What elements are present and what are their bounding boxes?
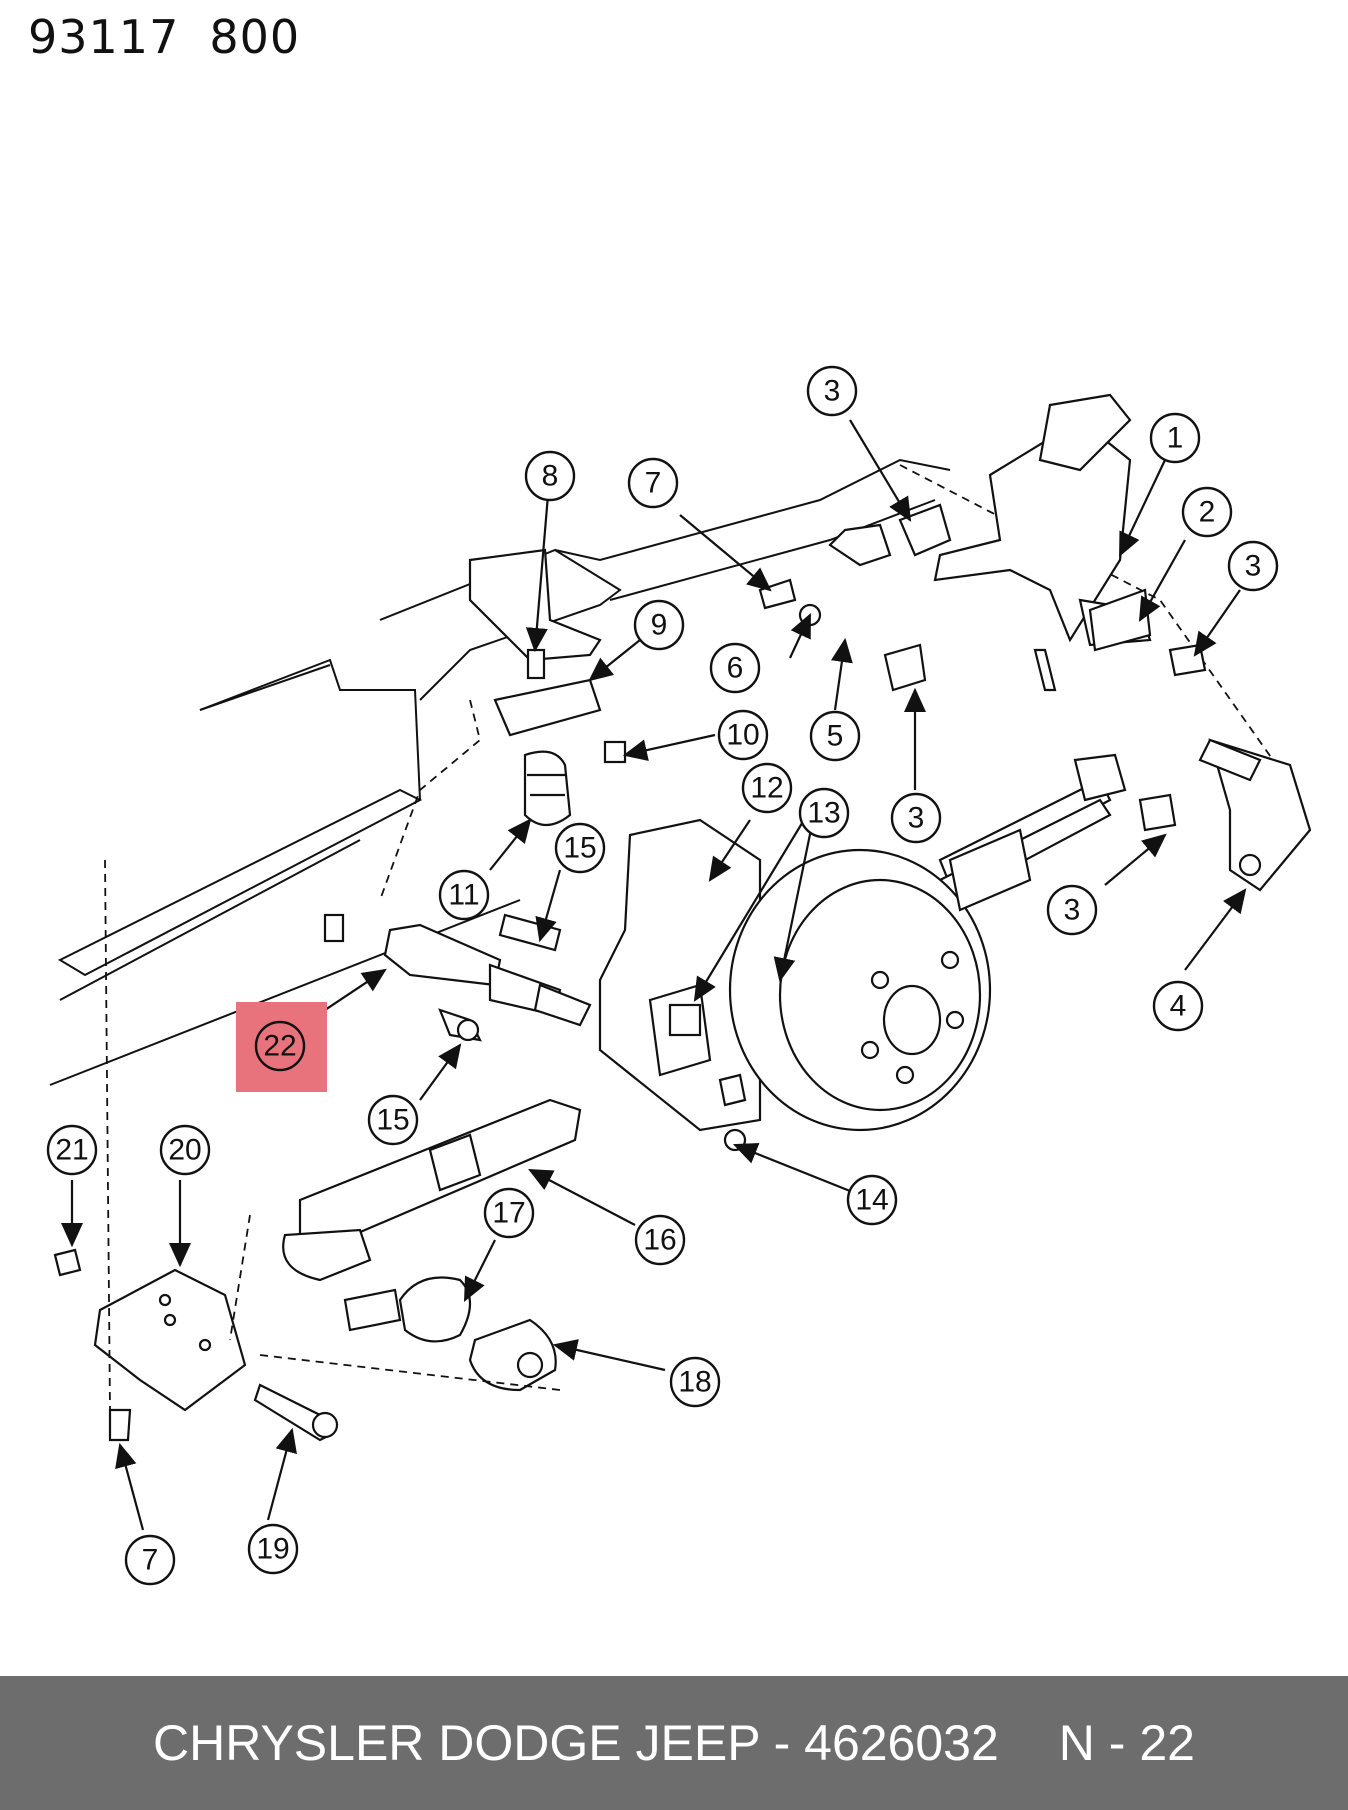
callout-12[interactable]: 12 xyxy=(741,762,793,814)
shock-absorber xyxy=(383,913,592,1042)
callout-3-mid[interactable]: 3 xyxy=(890,792,942,844)
callout-8[interactable]: 8 xyxy=(524,450,576,502)
callout-22-highlight xyxy=(236,1002,327,1092)
callout-20[interactable]: 20 xyxy=(159,1124,211,1176)
callout-3-lower-label: 3 xyxy=(1064,894,1081,927)
diagram-code-b: 800 xyxy=(209,10,301,64)
callout-15-upper-label: 15 xyxy=(563,832,596,865)
callout-6[interactable]: 6 xyxy=(709,642,761,694)
suspension-exploded-diagram: 1 2 3 3 3 3 4 5 6 7 7 8 9 10 11 12 13 14… xyxy=(46,365,1312,1586)
callout-13[interactable]: 13 xyxy=(798,787,850,839)
diagram-code: 93117 800 xyxy=(28,10,330,64)
callout-22-label: 22 xyxy=(263,1030,296,1063)
callout-7-bottom[interactable]: 7 xyxy=(124,1534,176,1586)
callout-15-upper[interactable]: 15 xyxy=(554,822,606,874)
callout-19-label: 19 xyxy=(256,1533,289,1566)
callout-14-label: 14 xyxy=(855,1184,888,1217)
callout-15-lower[interactable]: 15 xyxy=(367,1094,419,1146)
callout-7-top[interactable]: 7 xyxy=(627,457,679,509)
shackle xyxy=(1198,738,1312,892)
callout-13-label: 13 xyxy=(807,797,840,830)
callout-7-bottom-label: 7 xyxy=(142,1544,159,1577)
callout-21-label: 21 xyxy=(55,1134,88,1167)
callout-11[interactable]: 11 xyxy=(438,869,490,921)
callout-5[interactable]: 5 xyxy=(809,710,861,762)
callout-18[interactable]: 18 xyxy=(669,1356,721,1408)
callout-5-label: 5 xyxy=(827,720,844,753)
spring-bracket-front xyxy=(53,859,561,1442)
axle-brake-drum xyxy=(598,818,1032,1152)
callout-18-label: 18 xyxy=(678,1366,711,1399)
callout-3-lower[interactable]: 3 xyxy=(1046,884,1098,936)
callout-9-label: 9 xyxy=(651,609,668,642)
callout-2[interactable]: 2 xyxy=(1181,486,1233,538)
footer-bar: CHRYSLER DODGE JEEP - 4626032 N - 22 xyxy=(0,1676,1348,1810)
callout-17[interactable]: 17 xyxy=(483,1187,535,1239)
callout-7-top-label: 7 xyxy=(645,467,662,500)
callout-3-right[interactable]: 3 xyxy=(1227,540,1279,592)
callout-leaders xyxy=(61,419,1247,1531)
callout-3-top-label: 3 xyxy=(824,375,841,408)
page-reference: N - 22 xyxy=(1058,1715,1195,1771)
diagram-code-a: 93117 xyxy=(28,10,180,64)
leaf-spring-lower xyxy=(282,1098,582,1282)
callout-6-label: 6 xyxy=(727,652,744,685)
callout-22[interactable]: 22 xyxy=(254,1020,306,1072)
callout-16[interactable]: 16 xyxy=(634,1214,686,1266)
callout-2-label: 2 xyxy=(1199,496,1216,529)
callout-1[interactable]: 1 xyxy=(1149,412,1201,464)
callout-3-mid-label: 3 xyxy=(908,802,925,835)
callout-17-label: 17 xyxy=(492,1197,525,1230)
callout-11-label: 11 xyxy=(448,879,479,912)
callout-14[interactable]: 14 xyxy=(846,1174,898,1226)
callout-21[interactable]: 21 xyxy=(46,1124,98,1176)
callout-9[interactable]: 9 xyxy=(633,599,685,651)
callout-15-lower-label: 15 xyxy=(376,1104,409,1137)
callout-16-label: 16 xyxy=(643,1224,676,1257)
callout-8-label: 8 xyxy=(542,460,559,493)
callout-3-top[interactable]: 3 xyxy=(806,365,858,417)
callout-10[interactable]: 10 xyxy=(717,709,769,761)
callout-3-right-label: 3 xyxy=(1245,550,1262,583)
frame-rail-left xyxy=(49,658,521,1086)
bushings-lower xyxy=(343,1276,557,1392)
part-number-text: CHRYSLER DODGE JEEP - 4626032 xyxy=(153,1715,999,1771)
callout-1-label: 1 xyxy=(1167,422,1184,455)
callout-20-label: 20 xyxy=(168,1134,201,1167)
callout-4[interactable]: 4 xyxy=(1152,980,1204,1032)
callout-10-label: 10 xyxy=(726,719,759,752)
callout-12-label: 12 xyxy=(750,772,783,805)
callout-19[interactable]: 19 xyxy=(247,1523,299,1575)
callout-4-label: 4 xyxy=(1170,990,1187,1023)
jounce-bumper-assembly xyxy=(468,548,627,827)
